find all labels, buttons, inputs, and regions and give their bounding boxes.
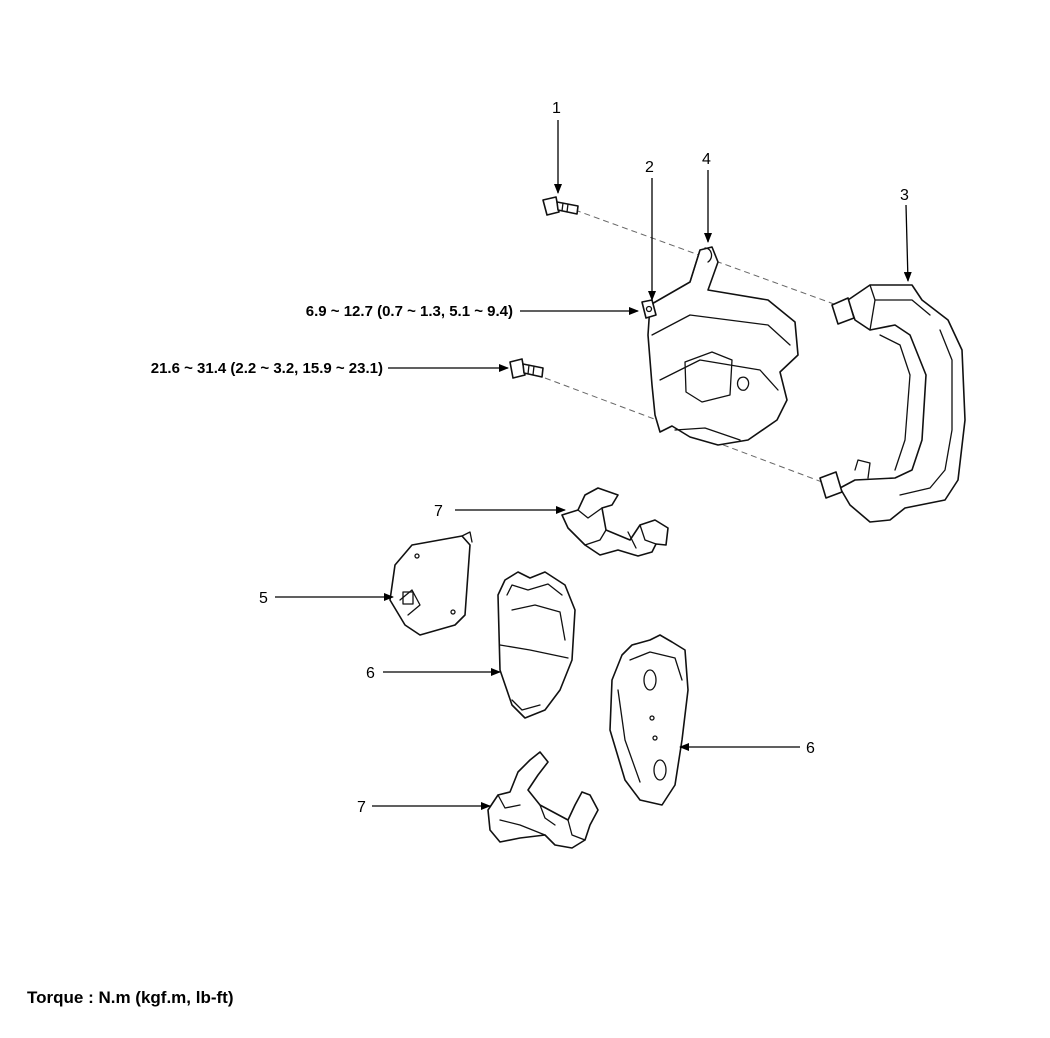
callout-leaders: [275, 120, 912, 810]
pad-retainer-clip-lower: [487, 751, 599, 849]
torque-unit-note: Torque : N.m (kgf.m, lb-ft): [27, 988, 234, 1007]
callout-5: 5: [259, 590, 268, 607]
callout-6-inner: 6: [366, 665, 375, 682]
leader-3: [903, 204, 912, 282]
callout-2: 2: [645, 159, 654, 176]
guide-rod-bolt-upper: [542, 196, 579, 216]
guide-rod-bolt-lower: [509, 358, 544, 379]
callout-7-lower: 7: [357, 799, 366, 816]
pad-shim: [389, 531, 473, 636]
brake-pad-outer: [609, 634, 689, 806]
brake-pad-inner: [497, 571, 576, 719]
callout-4: 4: [702, 151, 711, 168]
torque-spec-guide-rod-bolt: 21.6 ~ 31.4 (2.2 ~ 3.2, 15.9 ~ 23.1): [151, 360, 383, 377]
torque-spec-caliper-bleed: 6.9 ~ 12.7 (0.7 ~ 1.3, 5.1 ~ 9.4): [306, 303, 513, 320]
callout-3: 3: [900, 187, 909, 204]
callout-6-outer: 6: [806, 740, 815, 757]
torque-labels: 6.9 ~ 12.7 (0.7 ~ 1.3, 5.1 ~ 9.4) 21.6 ~…: [151, 303, 513, 377]
caliper-body: [641, 246, 799, 446]
caliper-carrier: [819, 284, 966, 523]
callout-7-upper: 7: [434, 503, 443, 520]
pad-retainer-clip-upper: [561, 487, 669, 557]
callout-1: 1: [552, 100, 561, 117]
callout-labels: 1 2 3 4 5 6 6 7 7: [259, 100, 909, 816]
